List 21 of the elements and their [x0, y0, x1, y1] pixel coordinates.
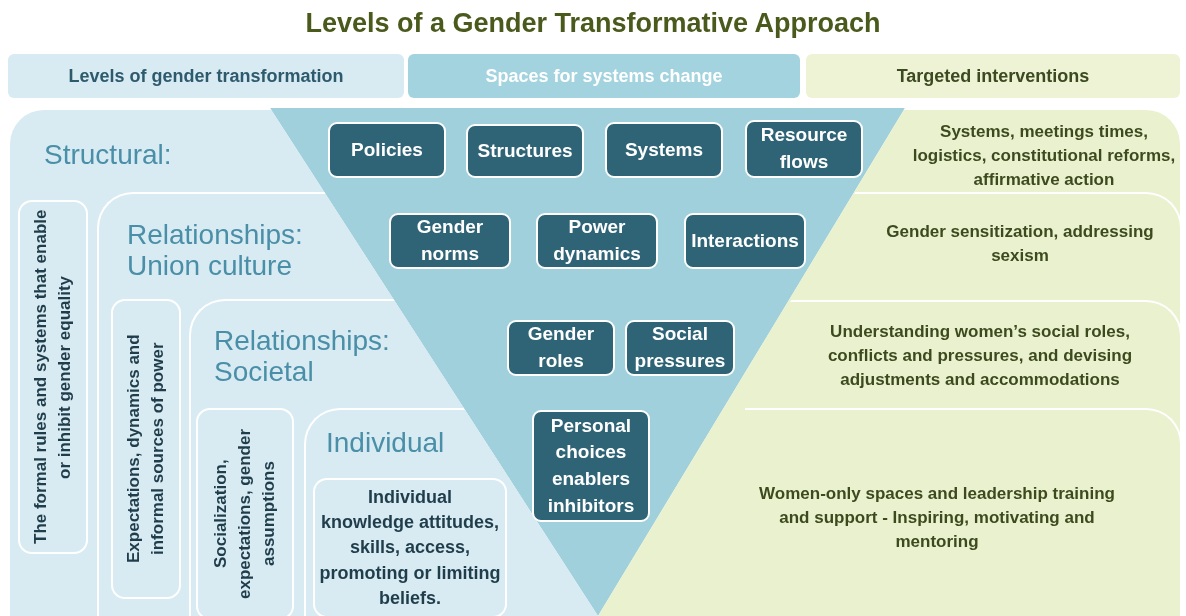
- diagram-title: Levels of a Gender Transformative Approach: [304, 8, 882, 39]
- intervention-text: Systems, meetings times, logistics, constitutional reforms, affirmative action: [911, 121, 1177, 191]
- level-title: Relationships: Union culture: [127, 220, 304, 282]
- level-title: Individual: [326, 428, 446, 459]
- column-header: Levels of gender transformation: [8, 54, 404, 98]
- description-box: The formal rules and systems that enable or inhibit gender equality: [18, 200, 88, 554]
- intervention-text: Women-only spaces and leadership training and support - Inspiring, motivating and mentoring: [758, 483, 1116, 553]
- level-panel: [304, 408, 508, 616]
- description-box: Socialization, expectations, gender assumptions: [196, 408, 294, 616]
- level-panel: [189, 299, 507, 616]
- intervention-text: Understanding women’s social roles, conflicts and pressures, and devising adjustments and accommodations: [826, 321, 1134, 391]
- space-box: Power dynamics: [536, 213, 658, 269]
- intervention-text: Gender sensitization, addressing sexism: [885, 221, 1155, 267]
- description-box: Expectations, dynamics and informal sources of power: [111, 299, 181, 599]
- space-box: Personal choices enablers inhibitors: [532, 410, 650, 522]
- description-box: Individual knowledge attitudes, skills, access, promoting or limiting beliefs.: [313, 478, 507, 616]
- space-box: Gender roles: [507, 320, 615, 376]
- column-header: Spaces for systems change: [408, 54, 800, 98]
- level-title: Structural:: [44, 140, 173, 171]
- column-header: Targeted interventions: [806, 54, 1180, 98]
- level-title: Relationships: Societal: [214, 326, 391, 388]
